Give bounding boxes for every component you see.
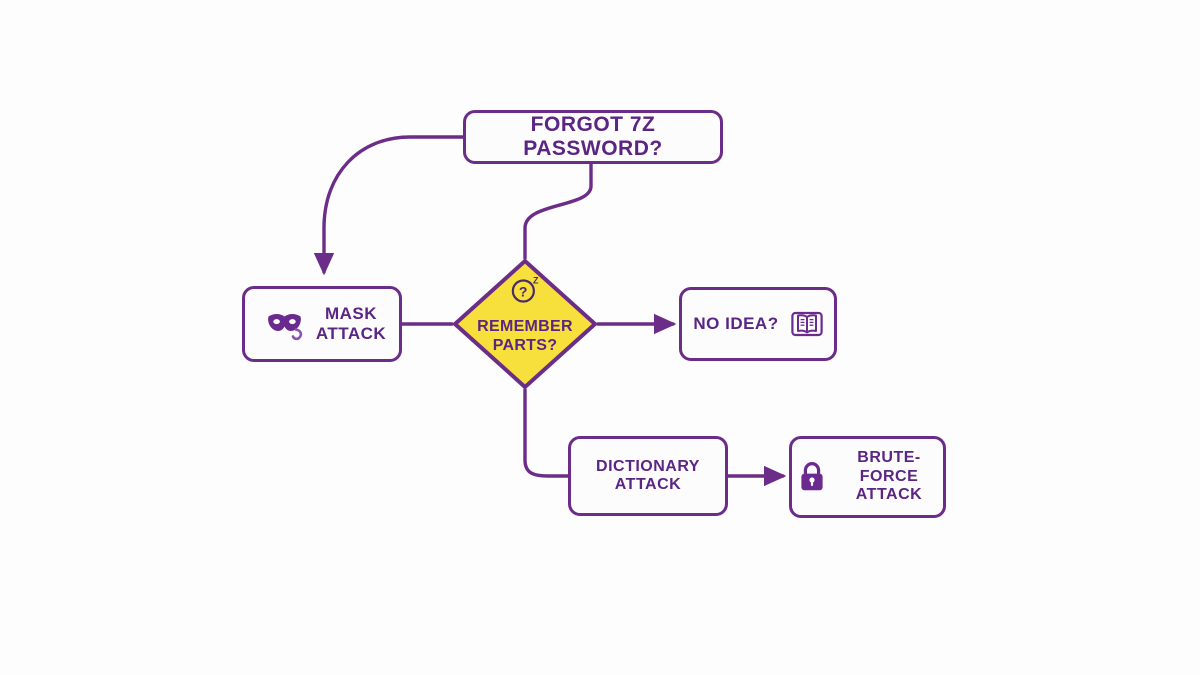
edge-forgot-to-mask	[313, 135, 465, 276]
node-no-idea[interactable]: No Idea?	[679, 287, 837, 361]
node-forgot-password-label: Forgot 7z Password?	[523, 112, 663, 160]
padlock-icon	[798, 461, 826, 493]
node-dictionary-attack-label: Dictionary Attack	[596, 457, 700, 493]
open-book-icon	[790, 310, 823, 338]
decision-diamond-shape	[453, 259, 597, 389]
node-remember-parts[interactable]	[452, 258, 598, 390]
node-dictionary-attack[interactable]: Dictionary Attack	[568, 436, 728, 516]
edge-forgot-to-remember	[523, 162, 593, 260]
node-no-idea-label: No Idea?	[693, 314, 779, 334]
node-brute-force-attack-label: Brute-Force Attack	[855, 449, 923, 504]
node-forgot-password[interactable]: Forgot 7z Password?	[463, 110, 723, 164]
mask-icon	[266, 307, 306, 341]
node-brute-force-attack[interactable]: Brute-Force Attack	[789, 436, 946, 518]
node-mask-attack-label: Mask Attack	[315, 304, 387, 343]
node-mask-attack[interactable]: Mask Attack	[242, 286, 402, 362]
edge-remember-to-dictionary	[523, 388, 570, 478]
